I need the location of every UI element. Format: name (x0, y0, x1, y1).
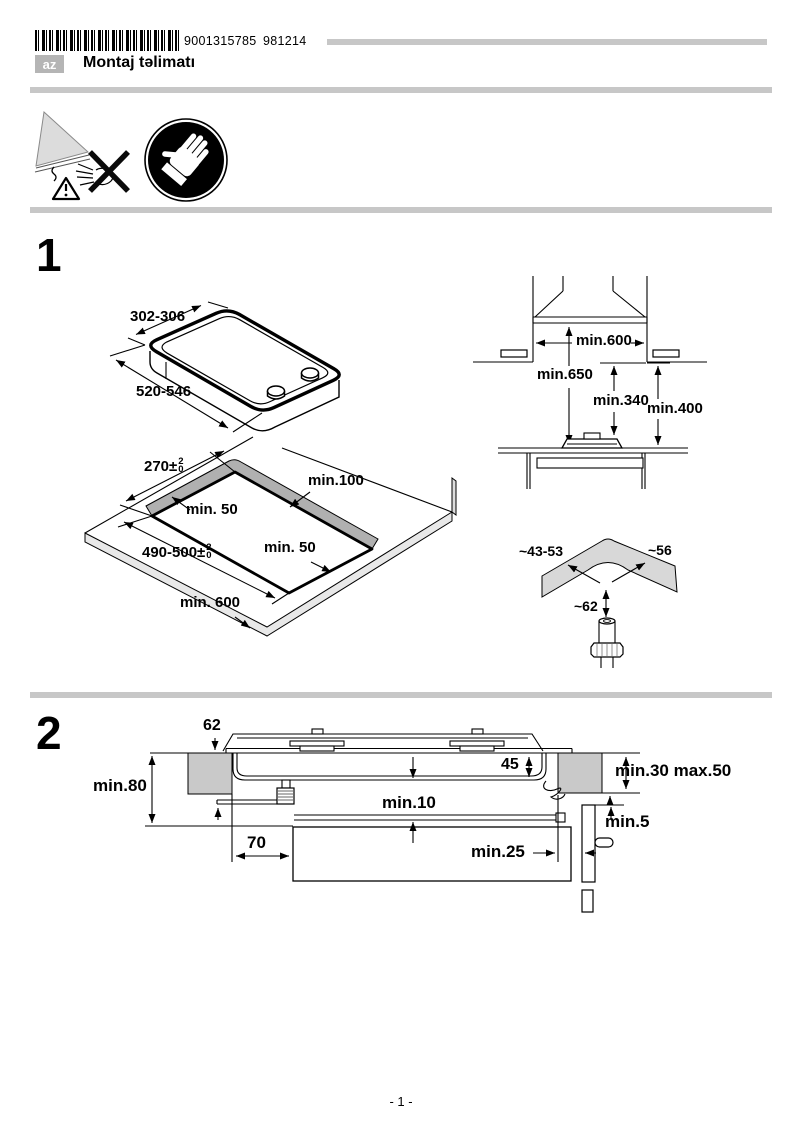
hob-depth-label: 520-546 (136, 383, 192, 400)
clearance-rear-label: min.100 (308, 472, 364, 489)
corner-right-label: ~56 (648, 542, 672, 558)
hood-clearance-diagram (473, 276, 707, 489)
control-knobs (266, 367, 320, 400)
niche-height-label: min.80 (93, 776, 147, 795)
order-number: 981214 (263, 34, 307, 48)
burner-profiles (289, 740, 505, 752)
page-title: Montaj təlimatı (83, 54, 196, 71)
clearance-right-label: min. 50 (264, 539, 316, 556)
header-rule (327, 39, 767, 45)
corner-gas-connection-detail (541, 538, 678, 668)
cutout-depth-value: 490-500± (142, 544, 206, 561)
clearance-under-label: min.10 (382, 793, 436, 812)
section-2-number: 2 (36, 707, 62, 759)
language-badge: az (35, 55, 64, 73)
barcode (35, 30, 182, 51)
clearance-front-label: min. 600 (180, 594, 241, 611)
panel-clearance-label: min.5 (605, 812, 650, 831)
front-70-label: 70 (247, 833, 266, 852)
corner-depth-label: ~62 (574, 598, 598, 614)
corner-left-label: ~43-53 (519, 543, 563, 559)
hood-width-label: min.600 (576, 332, 632, 349)
worktop-thickness-label: min.30 max.50 (615, 761, 732, 780)
wear-gloves-icon (144, 118, 228, 202)
divider-top (30, 87, 772, 93)
hood-height-label: min.650 (537, 366, 593, 383)
cutout-width-value: 270± (144, 458, 178, 475)
worktop-cutout-diagram (84, 436, 457, 637)
body-depth-label: 45 (501, 756, 519, 773)
installation-cross-section-diagram (145, 728, 640, 913)
section-1-number: 1 (36, 229, 62, 281)
rear-25-label: min.25 (471, 842, 525, 861)
page-number: - 1 - (389, 1094, 413, 1109)
divider-icons (30, 207, 772, 213)
barcode-number: 9001315785 (184, 34, 257, 48)
gas-connection-fitting (590, 617, 624, 668)
cabinet-400-label: min.400 (647, 400, 703, 417)
cabinet-340-label: min.340 (593, 392, 649, 409)
hob-dimensions-diagram (109, 301, 341, 433)
cross-out-icon (88, 150, 130, 193)
edge-62-label: 62 (203, 717, 221, 734)
hob-width-label: 302-306 (130, 308, 186, 325)
no-touch-glass-icon (34, 110, 130, 201)
divider-sections (30, 692, 772, 698)
clearance-left-label: min. 50 (186, 501, 238, 518)
